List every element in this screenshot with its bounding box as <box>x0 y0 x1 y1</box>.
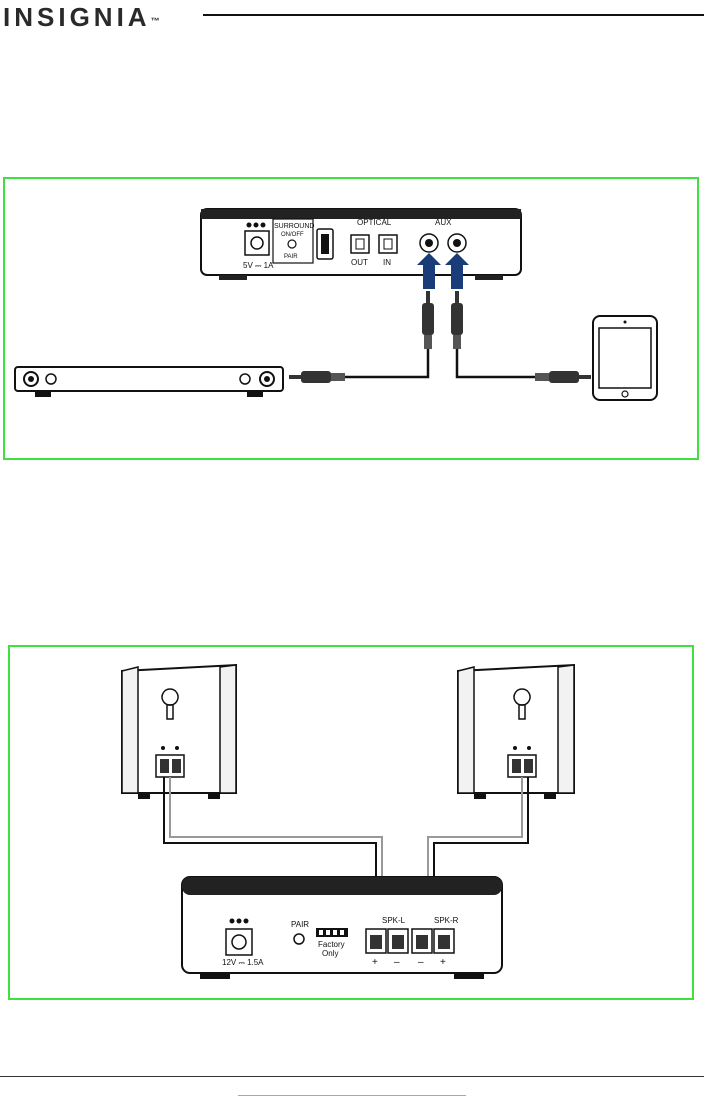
aux-plug-right <box>451 291 463 349</box>
optical-label: OPTICAL <box>357 218 392 227</box>
power-rating-label-12v: 12V ⎓ 1.5A <box>222 958 264 967</box>
speaker-receiver-unit: 12V ⎓ 1.5A PAIR Factory Only SPK-L SPK-R <box>182 877 502 979</box>
aux-connection-diagram: 5V ⎓ 1A SURROUND ON/OFF PAIR OPTICAL <box>5 179 697 458</box>
brand-name: INSIGNIA <box>3 2 151 32</box>
spk-l-label: SPK-L <box>382 916 406 925</box>
aux-plug-left <box>422 291 434 349</box>
pair-label-2: PAIR <box>291 920 309 929</box>
receiver-unit: 5V ⎓ 1A SURROUND ON/OFF PAIR OPTICAL <box>201 209 521 280</box>
header-rule <box>203 14 704 16</box>
soundbar-plug <box>289 371 345 383</box>
aux-label: AUX <box>435 218 452 227</box>
cable-to-tablet <box>457 349 537 377</box>
tablet-plug <box>535 371 591 383</box>
right-speaker <box>458 665 574 799</box>
optical-out-label: OUT <box>351 258 368 267</box>
only-label: Only <box>322 949 338 958</box>
surround-label: SURROUND <box>274 223 314 230</box>
cable-to-soundbar <box>343 349 428 377</box>
trademark-symbol: ™ <box>151 16 160 26</box>
pair-label: PAIR <box>284 254 298 260</box>
figure-speaker-connection: 12V ⎓ 1.5A PAIR Factory Only SPK-L SPK-R <box>8 645 694 1000</box>
terminal-plus-right: + <box>440 957 446 968</box>
footer-underline <box>238 1095 466 1096</box>
terminal-minus-left: – <box>394 957 400 968</box>
power-rating-label: 5V ⎓ 1A <box>243 261 274 270</box>
factory-label: Factory <box>318 940 345 949</box>
onoff-label: ON/OFF <box>281 232 304 238</box>
speaker-connection-diagram: 12V ⎓ 1.5A PAIR Factory Only SPK-L SPK-R <box>10 647 692 998</box>
left-speaker <box>122 665 236 799</box>
brand-logo: INSIGNIA™ <box>3 2 160 32</box>
figure-aux-connection: 5V ⎓ 1A SURROUND ON/OFF PAIR OPTICAL <box>3 177 699 460</box>
soundbar <box>15 367 283 397</box>
footer-rule <box>0 1076 704 1077</box>
terminal-minus-right: – <box>418 957 424 968</box>
terminal-plus-left: + <box>372 957 378 968</box>
optical-in-label: IN <box>383 258 391 267</box>
spk-r-label: SPK-R <box>434 916 459 925</box>
tablet-device <box>593 316 657 400</box>
